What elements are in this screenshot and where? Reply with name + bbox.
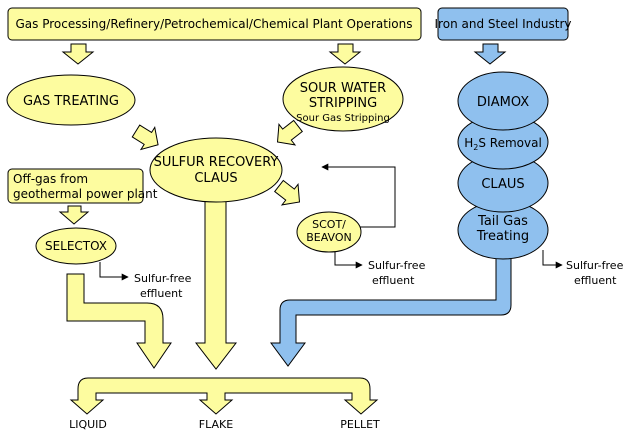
sour-water-label-line1: SOUR WATER (300, 81, 386, 96)
offgas-label-line2: geothermal power plant (13, 187, 158, 201)
diamox-label: DIAMOX (477, 95, 529, 110)
sulfur-recovery-claus-node (149, 137, 283, 203)
scot-beavon-node (296, 211, 362, 253)
arrow-gas-processing-to-sour-water (328, 43, 362, 65)
claus-to-product-pipe (194, 195, 238, 370)
output-liquid-label: LIQUID (69, 418, 107, 431)
selectox-label: SELECTOX (45, 239, 107, 253)
tail-gas-effluent-label-line1: Sulfur-free (566, 259, 624, 272)
arrow-offgas-to-selectox (58, 205, 90, 225)
scot-beavon-label-line2: BEAVON (306, 231, 352, 244)
h2s-removal-label: H2S Removal (464, 136, 542, 152)
scot-effluent-label-line2: effluent (372, 274, 415, 287)
selectox-effluent-line (99, 262, 129, 281)
sour-water-label-line2: STRIPPING (309, 96, 377, 111)
tail-gas-effluent-line (542, 250, 563, 269)
gas-treating-node (6, 74, 136, 126)
gas-processing-label: Gas Processing/Refinery/Petrochemical/Ch… (15, 17, 412, 31)
arrow-gas-treating-to-claus (131, 124, 159, 151)
gas-processing-box (7, 7, 422, 41)
sulfur-recovery-label-line2: CLAUS (194, 171, 237, 186)
offgas-box (7, 168, 144, 204)
scot-effluent-label-line1: Sulfur-free (368, 259, 426, 272)
iron-steel-to-product-pipe (270, 256, 512, 367)
selectox-node (35, 227, 117, 265)
scot-recycle-line (321, 163, 396, 228)
offgas-label-line1: Off-gas from (13, 172, 88, 186)
selectox-effluent-label-line2: effluent (140, 287, 183, 300)
product-distribution-manifold (69, 377, 379, 415)
sour-water-sublabel: Sour Gas Stripping (296, 113, 390, 124)
diamox-node (457, 71, 549, 131)
scot-effluent-line (334, 252, 363, 269)
sour-water-node (282, 66, 404, 132)
arrow-iron-steel-to-diamox (473, 43, 507, 65)
selectox-effluent-label-line1: Sulfur-free (134, 272, 192, 285)
iron-steel-label: Iron and Steel Industry (435, 17, 572, 31)
arrow-gas-processing-to-gas-treating (61, 43, 95, 65)
tail-gas-effluent-label-line2: effluent (574, 274, 617, 287)
arrow-sour-water-to-claus (276, 119, 304, 146)
iron-steel-box (437, 7, 569, 41)
scot-beavon-label-line1: SCOT/ (312, 218, 346, 231)
sulfur-recovery-label-line1: SULFUR RECOVERY (154, 155, 279, 170)
tail-gas-label-line1: Tail Gas (477, 214, 528, 229)
selectox-to-product-pipe (66, 273, 172, 369)
tail-gas-label-line2: Treating (476, 229, 529, 244)
arrow-claus-to-scot (273, 179, 301, 206)
output-pellet-label: PELLET (340, 418, 380, 431)
claus-blue-label: CLAUS (481, 177, 524, 192)
gas-treating-label: GAS TREATING (23, 94, 119, 109)
output-flake-label: FLAKE (199, 418, 233, 431)
